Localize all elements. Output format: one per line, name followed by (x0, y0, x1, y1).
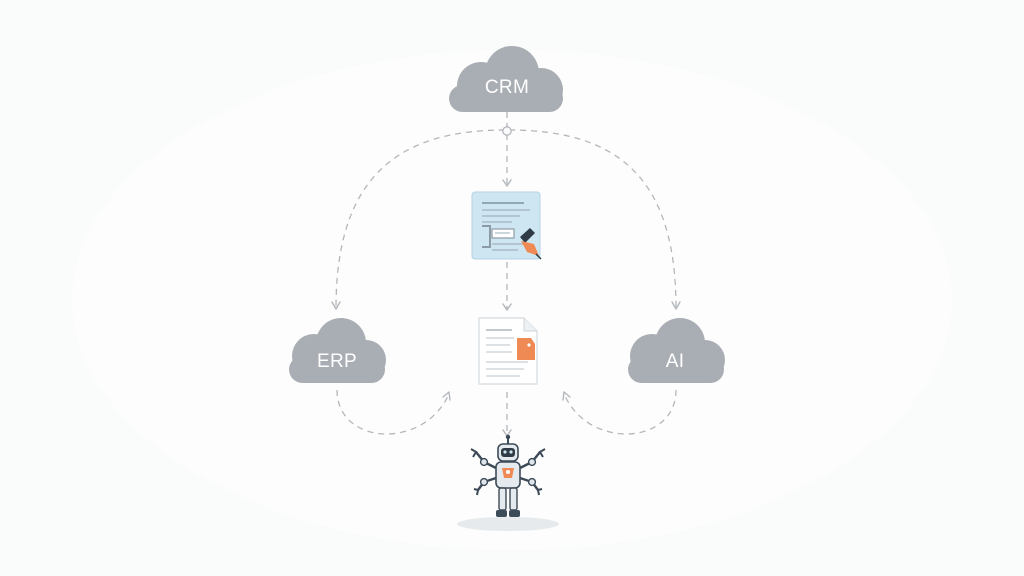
arrowhead-document (502, 303, 512, 311)
edge-ai-to-document (564, 389, 677, 435)
tag-icon (517, 338, 535, 360)
document-icon (478, 317, 538, 385)
cloud-icon (289, 318, 386, 383)
crm-label: CRM (485, 77, 529, 98)
junction-node (502, 126, 512, 136)
arrowhead-erp-to-document (442, 391, 451, 401)
erp-node[interactable]: ERP (289, 318, 386, 383)
arrowhead-form (502, 179, 512, 187)
robot-shadow (457, 517, 559, 531)
ai-node[interactable]: AI (628, 318, 725, 383)
cloud-icon (628, 318, 725, 383)
robot-icon (470, 434, 546, 517)
arrowhead-erp (331, 301, 341, 310)
pen-icon (520, 228, 542, 260)
background-glow (72, 50, 952, 550)
arrowhead-ai (671, 301, 681, 310)
edge-crm-to-ai (508, 129, 677, 309)
edge-erp-to-document (336, 389, 449, 435)
ai-label: AI (666, 351, 685, 372)
robot-node[interactable] (457, 434, 559, 531)
crm-node[interactable]: CRM (449, 46, 563, 112)
document-node[interactable] (478, 317, 538, 385)
arrowhead-ai-to-document (562, 391, 571, 401)
erp-label: ERP (317, 351, 357, 372)
cloud-icon (449, 46, 563, 112)
connectors (331, 112, 681, 437)
form-node[interactable] (471, 191, 542, 260)
edge-crm-to-erp (335, 129, 506, 309)
